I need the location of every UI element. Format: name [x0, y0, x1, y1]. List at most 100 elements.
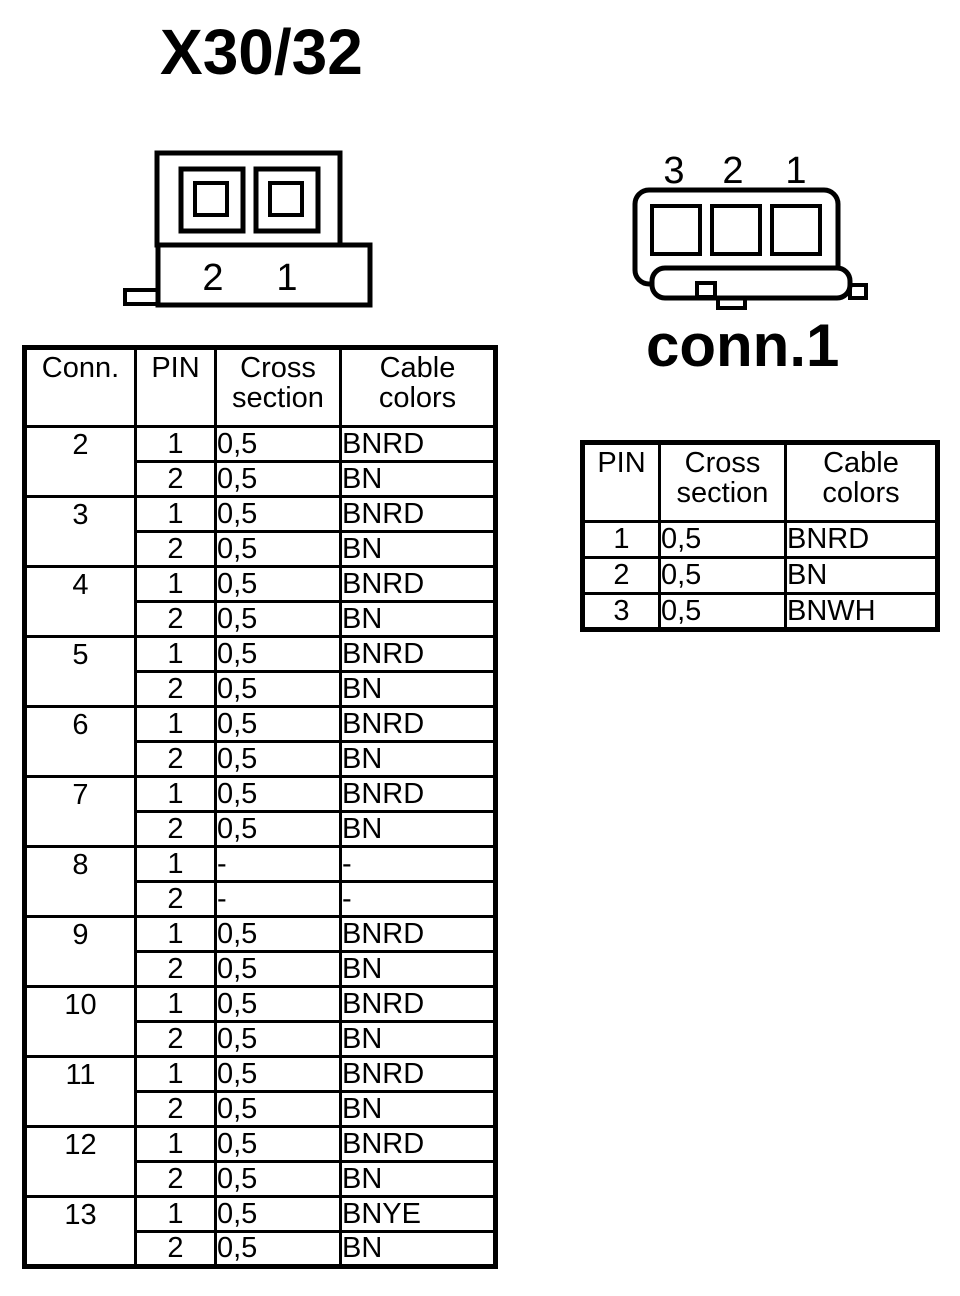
cross-section-cell: 0,5: [214, 1055, 342, 1093]
cable-color-cell: BN: [784, 556, 939, 595]
pin-cell: 2: [134, 950, 217, 988]
header-cross-section: Cross section: [214, 346, 342, 428]
pin-socket-3: [650, 204, 702, 256]
cable-color-cell: BNRD: [339, 915, 497, 953]
connector-x30-32-drawing: 2 1: [123, 150, 373, 308]
conn-cell: 2: [23, 425, 137, 498]
cable-color-cell: BNYE: [339, 1195, 497, 1233]
cross-section-cell: 0,5: [658, 520, 787, 559]
cross-section-cell: 0,5: [214, 915, 342, 953]
cable-color-cell: BN: [339, 530, 497, 568]
cross-section-cell: 0,5: [214, 1195, 342, 1233]
table-header-row: Conn. PIN Cross section Cable colors: [23, 346, 497, 428]
conn-cell: 11: [23, 1055, 137, 1128]
conn-cell: 9: [23, 915, 137, 988]
pin-cell: 1: [134, 495, 217, 533]
cable-color-cell: BN: [339, 740, 497, 778]
pin-cell: 2: [134, 600, 217, 638]
pin-cell: 2: [134, 740, 217, 778]
cross-section-cell: -: [214, 845, 342, 883]
cable-color-cell: BN: [339, 1230, 497, 1268]
pin-label-1: 1: [276, 257, 297, 299]
pin-cell: 1: [134, 845, 217, 883]
cross-section-cell: 0,5: [214, 565, 342, 603]
header-conn: Conn.: [23, 346, 137, 428]
pin-row: 2--: [25, 880, 497, 918]
conn-cell: 4: [23, 565, 137, 638]
pin-cell: 1: [134, 705, 217, 743]
pin-cell: 1: [134, 635, 217, 673]
cable-color-cell: BN: [339, 950, 497, 988]
pin-cell: 2: [134, 880, 217, 918]
cable-color-cell: BN: [339, 1090, 497, 1128]
cross-section-cell: 0,5: [214, 810, 342, 848]
cross-section-cell: 0,5: [214, 775, 342, 813]
cross-section-cell: 0,5: [214, 1230, 342, 1268]
cable-color-cell: BN: [339, 460, 497, 498]
conn1-caption: conn.1: [646, 312, 840, 379]
pin-cell: 1: [134, 425, 217, 463]
conn-cell: 12: [23, 1125, 137, 1198]
cross-section-cell: 0,5: [214, 1020, 342, 1058]
cable-color-cell: BNRD: [339, 1055, 497, 1093]
pin-cell: 1: [134, 775, 217, 813]
cable-color-cell: BNRD: [339, 1125, 497, 1163]
cross-section-cell: 0,5: [214, 740, 342, 778]
connector-base: [155, 242, 373, 308]
pin-cell: 3: [581, 592, 661, 631]
connector-conn1-drawing: 3 2 1: [632, 150, 868, 310]
header-cable-colors: Cable colors: [784, 441, 939, 523]
header-cross-section: Cross section: [658, 441, 787, 523]
pin-cell: 2: [134, 810, 217, 848]
cross-section-cell: 0,5: [214, 495, 342, 533]
conn-cell: 8: [23, 845, 137, 918]
cable-color-cell: BN: [339, 810, 497, 848]
cross-section-cell: 0,5: [214, 635, 342, 673]
cable-color-cell: BN: [339, 1020, 497, 1058]
header-pin: PIN: [134, 346, 217, 428]
conn-cell: 7: [23, 775, 137, 848]
pin-cell: 2: [134, 1020, 217, 1058]
cable-color-cell: BNRD: [339, 565, 497, 603]
pin-label-1: 1: [785, 150, 806, 192]
pin-cell: 2: [134, 1160, 217, 1198]
pin-cell: 1: [134, 565, 217, 603]
cable-color-cell: BN: [339, 670, 497, 708]
cross-section-cell: 0,5: [658, 556, 787, 595]
pin-label-2: 2: [722, 150, 743, 192]
pin-cell: 2: [134, 530, 217, 568]
pin-socket-2-inner: [193, 181, 229, 217]
connector-latch-notch: [695, 281, 717, 299]
conn-cell: 6: [23, 705, 137, 778]
cable-color-cell: BN: [339, 600, 497, 638]
cable-color-cell: BNRD: [339, 985, 497, 1023]
pin-cell: 1: [134, 985, 217, 1023]
cross-section-cell: 0,5: [214, 460, 342, 498]
pin-cell: 1: [134, 915, 217, 953]
cable-color-cell: BNRD: [339, 705, 497, 743]
header-cable-colors: Cable colors: [339, 346, 497, 428]
cross-section-cell: 0,5: [214, 950, 342, 988]
cross-section-cell: 0,5: [214, 705, 342, 743]
connector-side-tab: [123, 288, 160, 306]
cross-section-cell: 0,5: [214, 1090, 342, 1128]
pin-cell: 2: [134, 1230, 217, 1268]
